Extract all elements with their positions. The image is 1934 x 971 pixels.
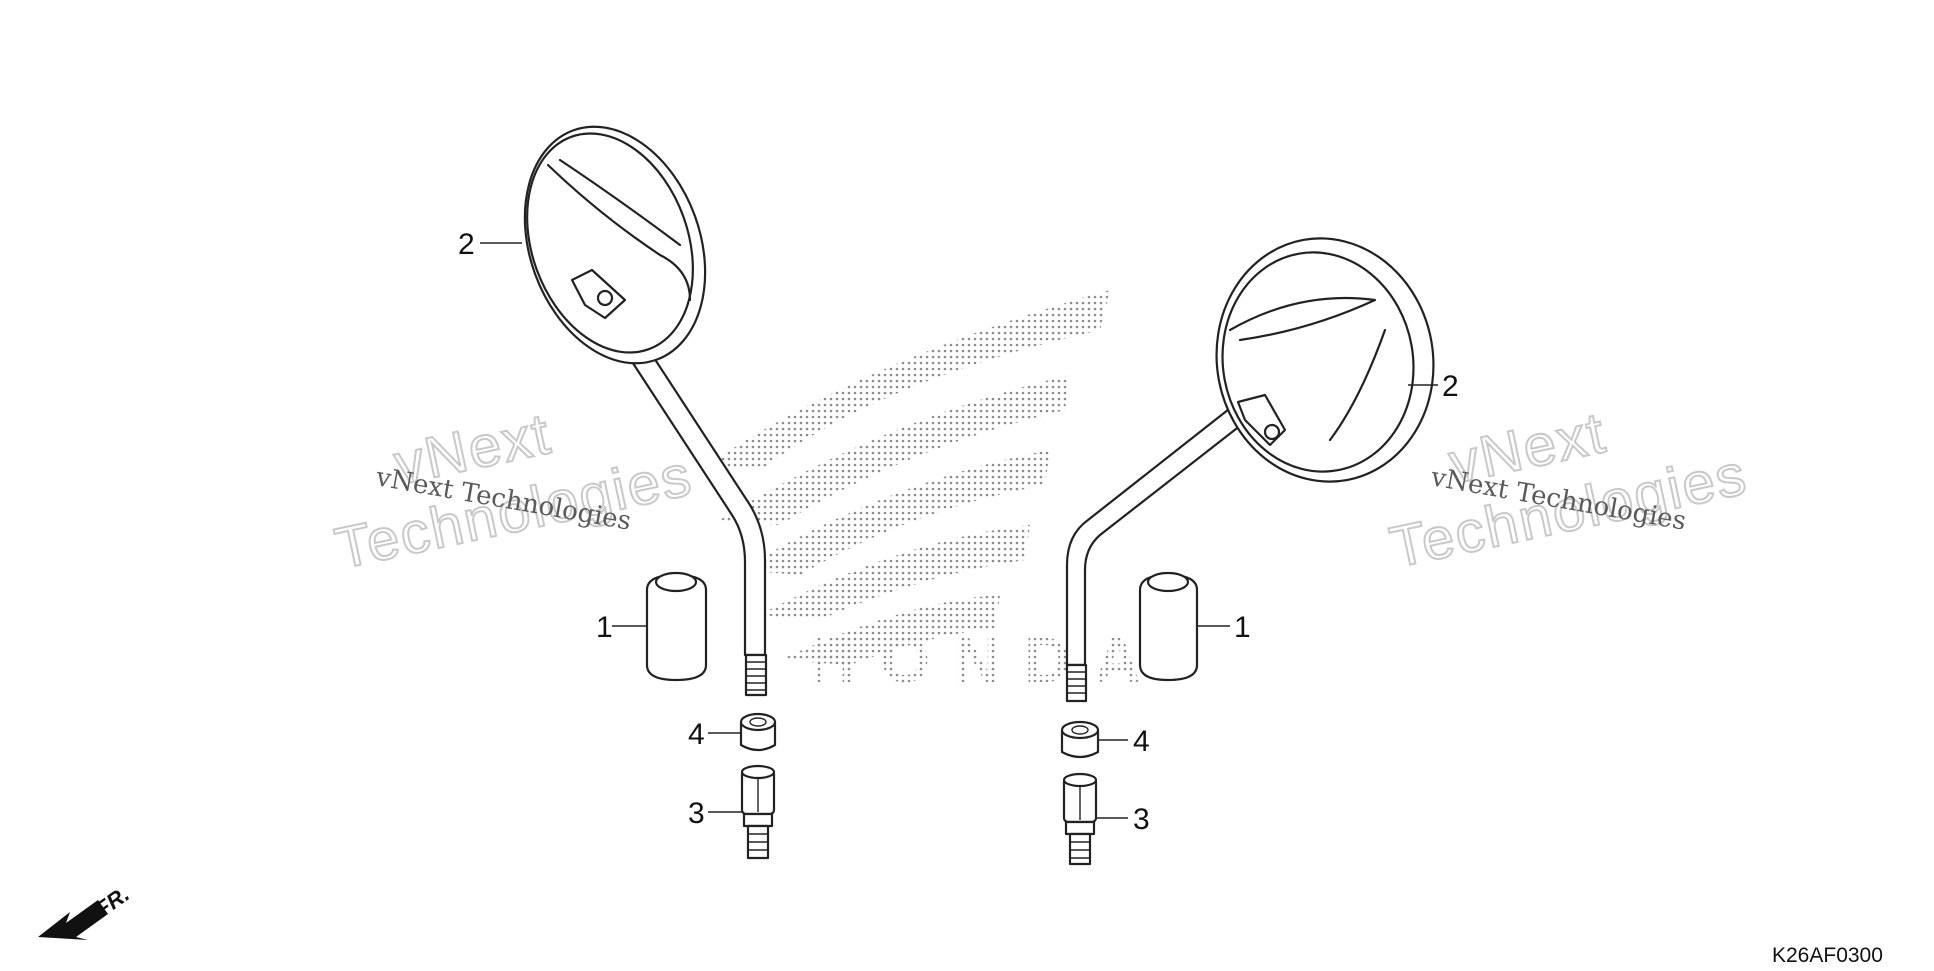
honda-wing-logo: HONDA (700, 290, 1165, 696)
leader-lines (480, 242, 1438, 819)
right-mirror (1065, 237, 1435, 703)
callout-left-mirror: 2 (458, 228, 475, 261)
right-nut (1060, 720, 1100, 759)
honda-logo-text: HONDA (810, 624, 1165, 696)
callout-right-mirror: 2 (1442, 370, 1459, 403)
right-cap (1138, 571, 1199, 682)
left-nut (739, 712, 777, 752)
callout-left-nut: 4 (688, 718, 705, 751)
callout-left-adapter: 3 (688, 797, 705, 830)
right-stem-thread (1065, 663, 1088, 703)
left-mirror (523, 125, 768, 697)
watermark-left: vNext Technologies vNext Technologies (329, 400, 699, 583)
left-stem-thread (744, 653, 768, 697)
callout-right-nut: 4 (1133, 725, 1150, 758)
left-cap (645, 571, 708, 682)
diagram-code: K26AF0300 (1772, 944, 1883, 966)
front-direction-arrow-icon (38, 900, 108, 940)
callout-right-adapter: 3 (1133, 803, 1150, 836)
callout-right-cap: 1 (1234, 611, 1251, 644)
left-adapter (740, 764, 776, 860)
callout-left-cap: 1 (596, 611, 613, 644)
right-adapter (1062, 772, 1098, 866)
